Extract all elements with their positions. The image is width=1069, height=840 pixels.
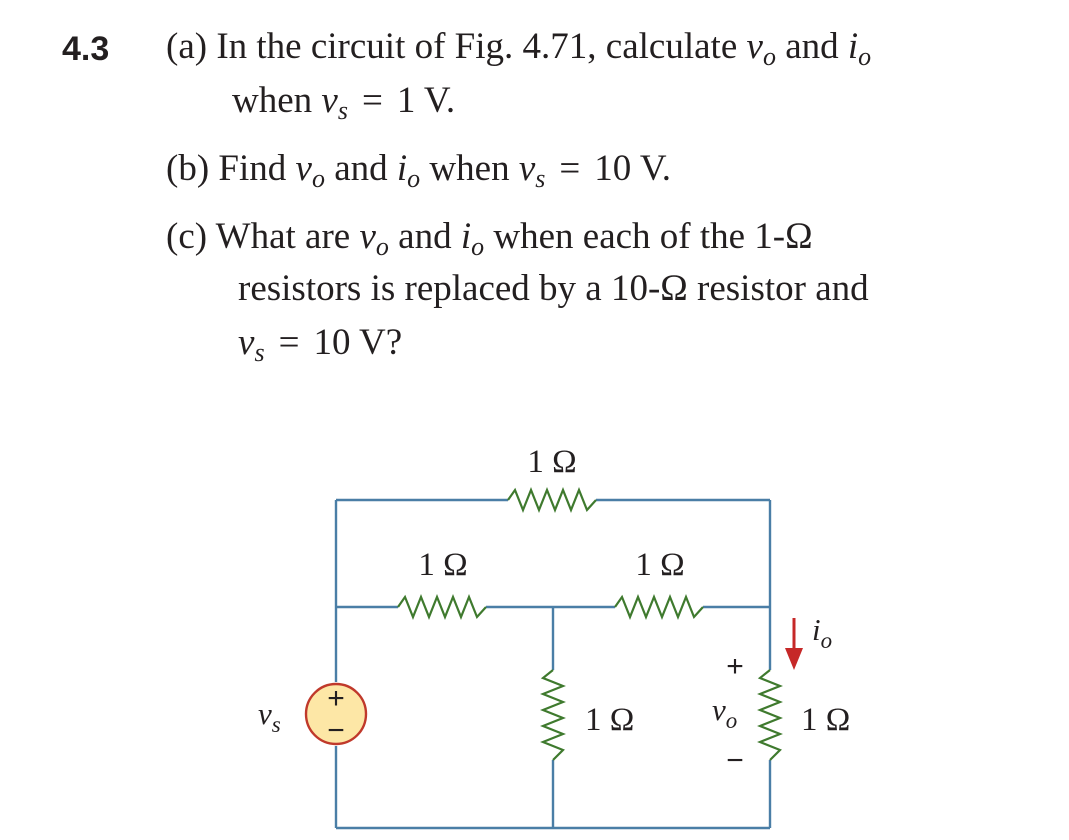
part-c-and: and — [398, 216, 452, 257]
part-a-label: (a) — [166, 26, 208, 67]
part-c-vs-symbol: vs — [238, 322, 265, 367]
part-c-value: 10 V? — [313, 322, 403, 363]
source-plus-sign: + — [327, 682, 345, 715]
source-minus-sign: − — [327, 714, 345, 747]
part-c-vo-symbol: vo — [359, 216, 389, 261]
label-r-right-vertical: 1 Ω — [801, 702, 850, 738]
part-a-vo-symbol: vo — [746, 26, 776, 71]
resistor-middle-left — [397, 594, 487, 620]
part-b-label: (b) — [166, 148, 210, 189]
part-c-line-2: resistors is replaced by a 10-Ω resistor… — [238, 266, 869, 312]
part-a-value: 1 V. — [396, 80, 456, 121]
resistor-top — [507, 487, 597, 513]
part-a-vs-symbol: vs — [321, 80, 348, 125]
part-a-line-2: when vs = 1 V. — [232, 78, 455, 124]
part-b-io-symbol: io — [396, 148, 421, 193]
part-b-when: when — [429, 148, 510, 189]
part-c-label: (c) — [166, 216, 208, 257]
voltage-source: + − — [304, 682, 368, 747]
part-b-and: and — [334, 148, 388, 189]
part-c-line-2-text: resistors is replaced by a 10-Ω resistor… — [238, 268, 869, 309]
part-b-value: 10 V. — [594, 148, 672, 189]
label-r-center-vertical: 1 Ω — [585, 702, 634, 738]
part-c-what: What are — [215, 216, 351, 257]
label-r-top: 1 Ω — [527, 444, 576, 480]
part-c-io-symbol: io — [460, 216, 485, 261]
part-b-equals: = — [559, 148, 581, 189]
part-c-line-3: vs = 10 V? — [238, 320, 402, 366]
part-a-line-1: (a) In the circuit of Fig. 4.71, calcula… — [166, 24, 871, 70]
part-b-line: (b) Find vo and io when vs = 10 V. — [166, 146, 671, 192]
part-a-equals: = — [361, 80, 383, 121]
label-vs: vs — [258, 696, 281, 737]
current-arrow-icon — [785, 618, 803, 670]
resistor-middle-right — [614, 594, 704, 620]
label-r-middle-left: 1 Ω — [418, 547, 467, 583]
part-b-vo-symbol: vo — [295, 148, 325, 193]
circuit-wires — [334, 498, 772, 830]
part-a-and: and — [785, 26, 839, 67]
resistor-center-vertical — [540, 669, 566, 761]
label-vo: vo — [712, 692, 737, 733]
vo-plus-sign: + — [726, 650, 744, 683]
part-c-equals: = — [278, 322, 300, 363]
part-c-line-1: (c) What are vo and io when each of the … — [166, 214, 813, 260]
resistor-right-vertical — [757, 669, 783, 761]
vo-minus-sign: − — [726, 744, 744, 777]
label-r-middle-right: 1 Ω — [635, 547, 684, 583]
part-c-when: when each of the 1-Ω — [493, 216, 813, 257]
label-io: io — [812, 612, 832, 653]
part-a-text: In the circuit of Fig. 4.71, calculate — [216, 26, 738, 67]
part-a-io-symbol: io — [847, 26, 872, 71]
part-a-when: when — [232, 80, 313, 121]
part-b-find: Find — [218, 148, 287, 189]
problem-number: 4.3 — [62, 30, 110, 68]
part-b-vs-symbol: vs — [518, 148, 546, 193]
